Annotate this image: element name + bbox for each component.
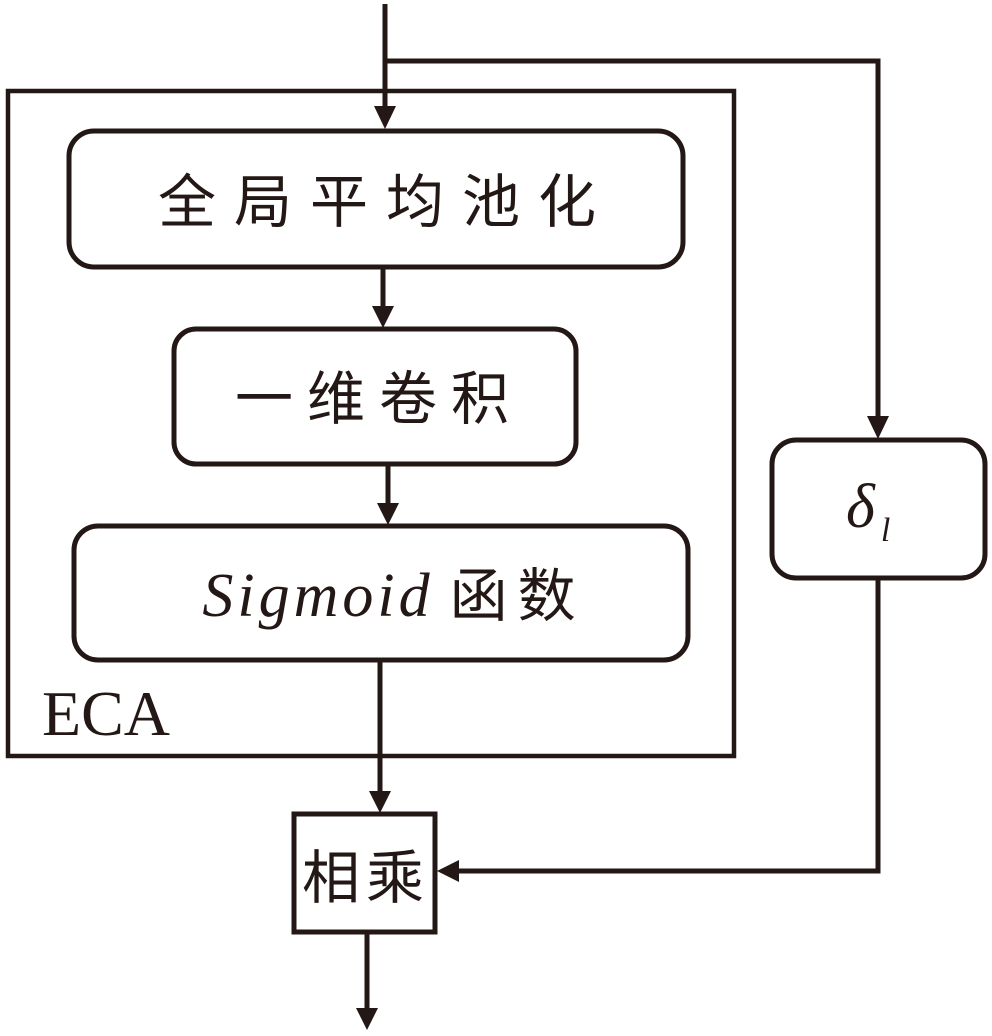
arrow-to-conv1d [372,306,394,328]
node-1d-convolution-label: 一维卷积 [235,365,523,433]
branch-line-to-delta [385,58,881,416]
arrow-to-multiply-right [437,860,459,882]
eca-container [5,88,737,759]
node-1d-convolution: 一维卷积 [171,326,579,467]
sigmoid-suffix-text: 函数 [450,562,586,630]
node-multiply: 相乘 [291,811,438,935]
arrow-output [356,1008,378,1030]
arrow-to-delta [867,416,889,439]
edge-delta-multiply [459,578,881,874]
sigmoid-italic-text: Sigmoid [202,562,433,630]
arrow-to-sigmoid [377,503,399,525]
node-global-average-pooling: 全局平均池化 [66,128,686,270]
node-global-average-pooling-label: 全局平均池化 [158,168,614,236]
delta-subscript: l [881,512,890,549]
arrow-to-gap [374,106,396,129]
arrow-to-multiply-top [369,791,391,813]
node-multiply-label: 相乘 [302,844,430,912]
delta-symbol: δ [846,473,876,541]
eca-container-label: ECA [42,678,170,749]
